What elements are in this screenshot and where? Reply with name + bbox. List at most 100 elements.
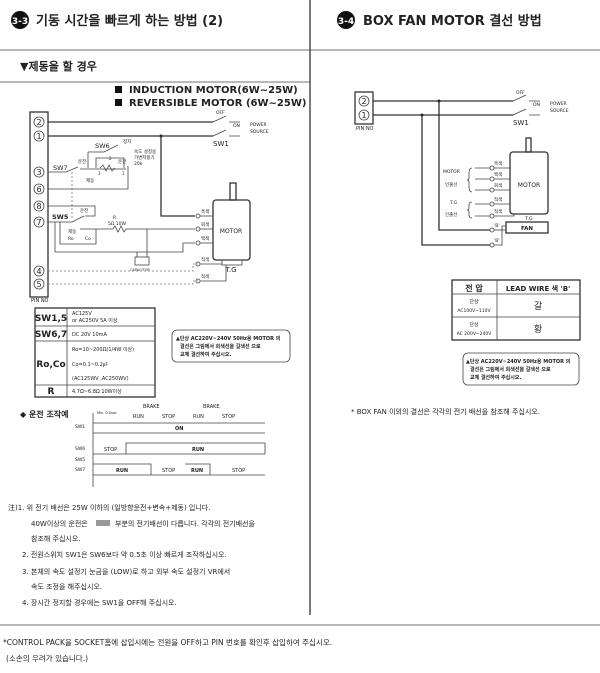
bullet-square <box>115 86 122 93</box>
diagram-label: 3 <box>98 171 101 176</box>
diagram-label: Ro=10~200Ω(1/4W 이상) <box>72 346 134 353</box>
wire-line <box>462 352 580 386</box>
wire-line <box>451 279 581 341</box>
diagram-label: 20k <box>134 161 143 167</box>
diagram-label: OFF <box>216 110 225 116</box>
wire-line <box>93 422 265 434</box>
diagram-label: 단상 <box>469 298 479 305</box>
motor-type: REVERSIBLE MOTOR (6W~25W) <box>129 98 306 109</box>
diagram-label: 제동 <box>68 228 76 235</box>
wire-line <box>48 166 129 190</box>
diagram-label: STOP <box>162 468 175 474</box>
diagram-label: 注)1. 위 전기 배선은 25W 이하의 (일방향운전+변속+제동) 입니다. <box>8 503 210 512</box>
diagram-label: T.G <box>524 216 533 222</box>
wire-line <box>200 265 227 282</box>
footer-note: (소손의 우려가 있습니다.) <box>6 653 88 663</box>
diagram-label: SW7 <box>53 164 68 172</box>
wire-line <box>48 205 96 217</box>
diagram-label: SW1 <box>513 119 529 127</box>
diagram-label: 인출선 <box>445 181 457 188</box>
wire-line <box>136 229 148 257</box>
motor-body <box>509 151 549 215</box>
diagram-label: AC 200V~240V <box>457 331 493 337</box>
diagram-label: ◆ 운전 조작예 <box>20 409 69 419</box>
diagram-label: 운전 <box>80 207 88 214</box>
diagram-label: 교체 결선하여 주십시오. <box>180 351 231 358</box>
diagram-label: BRAKE <box>143 404 160 410</box>
wire-line <box>229 182 237 201</box>
diagram-label: SW5 <box>52 213 69 221</box>
timing-chart: ◆ 운전 조작예 Min. 0.5sec BRAKE BRAKE RUN STO… <box>20 404 266 487</box>
wire-line <box>421 101 490 246</box>
diagram-label: 적색 <box>201 256 209 263</box>
diagram-label: 갈 <box>534 301 542 312</box>
diagram-label: AC125V <box>72 311 92 317</box>
wire-line <box>494 225 506 246</box>
terminal-mark <box>33 278 45 290</box>
diagram-label: ▲단상 AC220V~240V 50Hz용 MOTOR 의 <box>466 358 571 365</box>
wire-line <box>93 463 265 476</box>
wire-line <box>35 308 155 397</box>
diagram-label: 40W이상의 운전은 <box>31 519 88 528</box>
wire-line <box>87 152 125 168</box>
wire-line: 2 1 3 6 8 7 4 5 <box>33 116 45 290</box>
footer-note: *CONTROL PACK을 SOCKET홈에 삽입시에는 전원을 OFF하고 … <box>3 637 332 647</box>
diagram-label: 흑색 <box>494 160 502 167</box>
diagram-label: SOURCE <box>550 108 569 114</box>
wire-line <box>221 259 243 266</box>
diagram-label: 'B' <box>494 223 500 229</box>
diagram-label: 적색 <box>494 196 502 203</box>
diagram-label: SW1,5 <box>35 314 67 324</box>
wire-line <box>525 137 532 153</box>
diagram-label: or AC250V 5A 이상 <box>72 317 118 324</box>
diagram-label: 결선은 그림에서 회색선을 갈색선 으로 <box>470 366 551 373</box>
wire-line <box>171 329 291 363</box>
wire-line <box>88 144 119 153</box>
badge-text: 3-4 <box>338 17 354 27</box>
diagram-label: ▲단상 AC220V~240V 50Hz용 MOTOR 의 <box>176 335 281 342</box>
diagram-label: MOTOR <box>518 182 540 189</box>
diagram-label: 부분의 전기배선이 다릅니다. 각각의 전기배선을 <box>115 519 255 528</box>
diagram-label: ON <box>175 426 183 432</box>
diagram-label: BRAKE <box>203 404 220 410</box>
diagram-label: (AC125WV ,AC250WV) <box>72 376 129 382</box>
diagram-label: STOP <box>222 414 235 420</box>
diagram-label: 적색 <box>494 208 502 215</box>
terminal-mark <box>33 116 45 128</box>
diagram-label: 회색 <box>201 221 209 228</box>
diagram-label: 가변저항기 <box>134 154 155 161</box>
diagram-label: R <box>113 215 116 221</box>
diagram-label: 흑색 <box>201 208 209 215</box>
spec-table: SW1,5 AC125V or AC250V 5A 이상 SW6,7 DC 20… <box>34 307 156 398</box>
wire-line <box>48 215 195 253</box>
subtitle: ▼제동을 할 경우 <box>20 59 97 73</box>
bullet-square <box>115 99 122 106</box>
diagram-label: STOP <box>104 447 117 453</box>
section-3-4-header: 3-4 BOX FAN MOTOR 결선 방법 <box>337 11 542 29</box>
diagram-label: 속도 설정용 <box>134 148 156 155</box>
diagram-label: POWER <box>250 122 267 128</box>
diagram-label: 백색 <box>494 171 502 178</box>
diagram-label: Co <box>85 236 91 242</box>
highlight-swatch <box>96 520 110 526</box>
terminal-mark <box>195 240 201 246</box>
diagram-label: MOTOR <box>220 228 242 235</box>
diagram-label: 단상 <box>469 321 479 328</box>
diagram-label: OFF <box>516 90 525 96</box>
diagram-label: 4 <box>36 267 41 276</box>
section-3-3-header: 3-3 기동 시간을 빠르게 하는 방법 (2) <box>11 11 223 29</box>
diagram-label: RUN <box>191 468 203 474</box>
wire-line <box>59 222 97 245</box>
diagram-label: Min. 0.5sec <box>97 411 117 415</box>
diagram-label: STOP <box>232 468 245 474</box>
diagram-label: SW6 <box>75 446 85 452</box>
diagram-label: R <box>48 387 55 397</box>
diagram-label: 8 <box>36 202 41 211</box>
diagram-label: CAPACITOR <box>130 268 150 272</box>
diagram-label: MOTOR <box>443 169 460 175</box>
diagram-label: Ro,Co <box>36 360 65 370</box>
diagram-label: 2 <box>109 156 112 161</box>
terminal-mark <box>358 95 370 107</box>
terminal-mark <box>33 200 45 212</box>
